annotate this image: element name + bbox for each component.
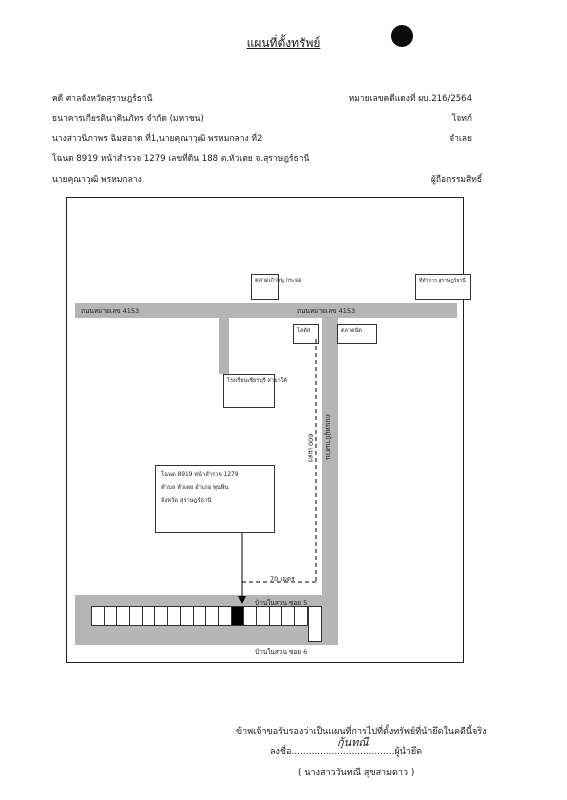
hole-punch-dot [391, 25, 413, 47]
signature: กุ้นทณี [337, 736, 369, 749]
defendant-role: จำเลย [449, 134, 472, 144]
main-road [75, 303, 457, 318]
pointer-arrowhead [238, 596, 246, 604]
school-box: โรงเรียนเชียรบุรี สาขาใต้ [223, 374, 287, 408]
court-name: คดี ศาลจังหวัดสุราษฎร์ธานี [52, 94, 153, 104]
market-box: ตลาดเก้าจนุ กระจอ [251, 274, 301, 300]
village-lane [322, 318, 338, 606]
defendant-names: นางสาวนิภาพร ฉิมสอาด ที่1,นายคุณาวุฒิ พร… [52, 134, 263, 144]
property-line-3: จังหวัด สุราษฎร์ธานี [161, 498, 212, 504]
property-box: โฉนด 8919 หน้าสำรวจ 1279 ตำบล หัวเตย อำเ… [155, 465, 275, 533]
property-line-2: ตำบล หัวเตย อำเภอ พุนพิน [161, 485, 229, 491]
route-lines [238, 339, 317, 604]
sign-prefix: ลงชื่อ [270, 747, 292, 757]
certification-statement: ข้าพเจ้าขอรับรองว่าเป็นแผนที่การไปที่ตั้… [236, 727, 487, 737]
deed-info: โฉนด 8919 หน้าสำรวจ 1279 เลขที่ดิน 188 ต… [52, 154, 310, 164]
talad-box: ตลาดนัด [337, 324, 377, 344]
plaintiff-name: ธนาคารเกียรตินาคินภัทร จำกัด (มหาชน) [52, 114, 204, 124]
property-line-1: โฉนด 8919 หน้าสำรวจ 1279 [161, 472, 239, 478]
owner-role: ผู้ถือกรรมสิทธิ์ [430, 175, 482, 185]
corner-plot [308, 606, 322, 642]
page-title: แผนที่ตั้งทรัพย์ [246, 36, 321, 50]
plot-cell [294, 606, 308, 626]
land-plots [91, 606, 308, 626]
plaintiff-role: โจทก์ [451, 114, 472, 124]
location-map: ถนนหมายเลข 4153 ถนนหมายเลข 4153 ถนนหมู่บ… [66, 197, 471, 663]
lotus-box: โลตัส [293, 324, 319, 344]
main-road-label-left: ถนนหมายเลข 4153 [81, 307, 140, 315]
signer-name: ( นางสาววันทณี สุขสามดาว ) [298, 768, 415, 778]
office-box: ที่ทำการ สุราษฎร์ธานี [415, 274, 471, 300]
owner-name: นายคุณาวุฒิ พรหมกลาง [52, 175, 142, 185]
sign-dots: .......................... [291, 747, 366, 757]
distance-70: 70 เมตร [270, 575, 295, 583]
sign-suffix: ..........ผู้นำยึด [365, 747, 423, 757]
signature-line: ลงชื่อ..................................… [270, 744, 422, 758]
side-road [219, 318, 229, 374]
main-road-label-right: ถนนหมายเลข 4153 [297, 307, 356, 315]
soi6-label: บ้านในสวน ซอย 6 [255, 648, 308, 656]
distance-600: 600 เมตร [306, 433, 315, 463]
soi5-label: บ้านในสวน ซอย 5 [255, 599, 308, 607]
red-case-number: หมายเลขคดีแดงที่ ผบ.216/2564 [348, 94, 472, 104]
